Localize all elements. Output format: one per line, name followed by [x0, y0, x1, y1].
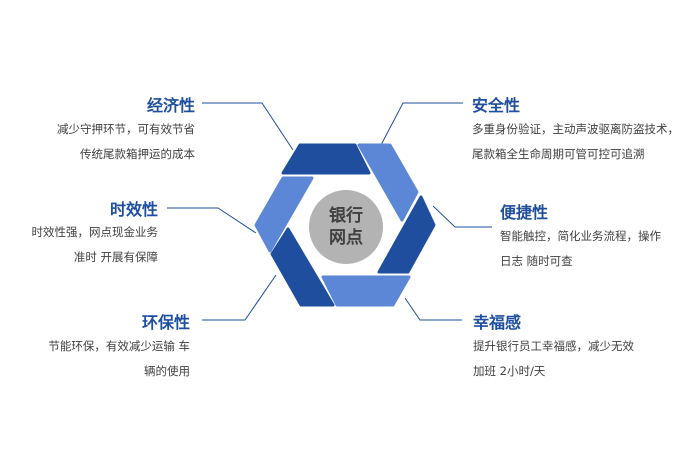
title-security: 安全性: [472, 96, 521, 115]
title-convenience: 便捷性: [500, 203, 549, 222]
center-label-2: 网点: [329, 228, 363, 248]
connector-line: [202, 102, 294, 151]
desc-happiness: 提升银行员工幸福感，减少无效加班 2小时/天: [473, 334, 634, 384]
desc-convenience: 智能触控，简化业务流程，操作日志 随时可查: [500, 224, 661, 274]
connector-line: [202, 274, 277, 321]
desc-security: 多重身份验证，主动声波驱离防盗技术， 尾款箱全生命周期可管可控可追溯: [472, 117, 679, 167]
title-economy: 经济性: [146, 96, 195, 115]
desc-economy: 减少守押环节，可有效节省传统尾款箱押运的成本: [57, 117, 195, 167]
desc-line: 多重身份验证，主动声波驱离防盗技术，: [472, 122, 679, 136]
desc-line: 准时 开展有保障: [73, 250, 158, 264]
title-environment: 环保性: [141, 313, 190, 332]
desc-line: 传统尾款箱押运的成本: [80, 147, 195, 161]
segment-bottom: [321, 275, 411, 307]
desc-line: 智能触控，简化业务流程，操作: [500, 229, 661, 243]
title-timeliness: 时效性: [109, 200, 158, 219]
desc-line: 节能环保，有效减少运输 车: [48, 339, 190, 353]
connector-line: [167, 207, 257, 234]
desc-line: 日志 随时可查: [500, 254, 573, 268]
desc-line: 辆的使用: [144, 364, 190, 378]
desc-line: 尾款箱全生命周期可管可控可追溯: [472, 147, 645, 161]
desc-line: 减少守押环节，可有效节省: [57, 122, 195, 136]
segment-bottom-left: [270, 227, 335, 307]
segment-top: [281, 143, 371, 175]
center-circle: 银行网点: [309, 190, 383, 264]
desc-environment: 节能环保，有效减少运输 车辆的使用: [48, 334, 190, 384]
connector-line: [432, 205, 492, 228]
desc-line: 加班 2小时/天: [473, 364, 546, 378]
desc-timeliness: 时效性强，网点现金业务准时 开展有保障: [32, 220, 159, 270]
connector-line: [404, 297, 462, 321]
segment-left: [254, 176, 314, 253]
title-happiness: 幸福感: [473, 313, 522, 332]
center-label-1: 银行: [329, 206, 363, 226]
segment-top-right: [357, 143, 419, 222]
segment-right: [377, 195, 436, 274]
desc-line: 提升银行员工幸福感，减少无效: [473, 339, 634, 353]
connector-line: [380, 102, 463, 146]
desc-line: 时效性强，网点现金业务: [31, 225, 159, 239]
